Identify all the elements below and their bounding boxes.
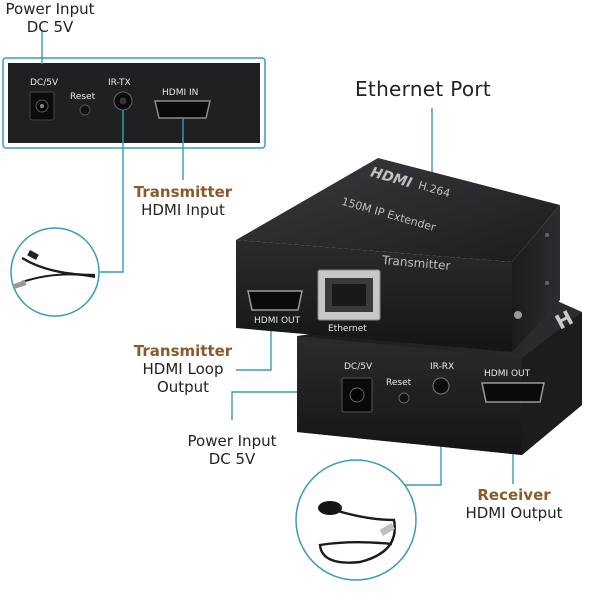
hdmi-port-icon bbox=[154, 100, 211, 119]
dc-label-rx: DC/5V bbox=[344, 362, 373, 372]
transmitter-back-panel bbox=[2, 57, 266, 149]
hdmi-in-label: HDMI IN bbox=[162, 88, 199, 98]
callout-ethernet-port: Ethernet Port bbox=[355, 77, 492, 101]
callout-power-input-bottom: Power Input DC 5V bbox=[187, 432, 277, 468]
irrx-label: IR-RX bbox=[430, 362, 455, 372]
callout-transmitter-hdmi-input: Transmitter HDMI Input bbox=[133, 183, 233, 219]
ethernet-label: Ethernet bbox=[328, 324, 367, 334]
reset-label: Reset bbox=[70, 92, 96, 102]
reset-label-rx: Reset bbox=[386, 378, 412, 388]
dc-label: DC/5V bbox=[30, 78, 59, 88]
callout-power-input-top: Power Input DC 5V bbox=[5, 0, 95, 36]
irtx-label: IR-TX bbox=[108, 78, 131, 88]
callout-transmitter-loop-output: Transmitter HDMI Loop Output bbox=[133, 342, 233, 396]
callout-receiver-hdmi-output: Receiver HDMI Output bbox=[465, 486, 563, 522]
ir-cable-top bbox=[10, 227, 100, 317]
hdmi-out-label-tx: HDMI OUT bbox=[254, 316, 301, 326]
ir-cable-bottom bbox=[295, 459, 417, 581]
hdmi-out-label-rx: HDMI OUT bbox=[484, 369, 531, 379]
transmitter-box bbox=[236, 158, 560, 352]
reset-button-icon bbox=[79, 104, 91, 116]
